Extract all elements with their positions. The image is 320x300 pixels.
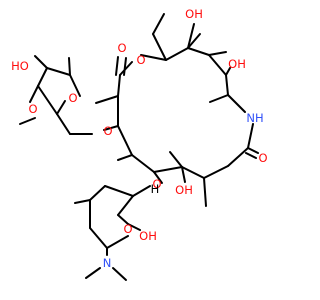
bond bbox=[104, 185, 134, 197]
bond bbox=[74, 199, 91, 204]
bond bbox=[209, 94, 229, 103]
bond bbox=[140, 54, 167, 61]
oxygen-label: O bbox=[68, 91, 77, 105]
hydroxyl-label: OH bbox=[185, 7, 203, 21]
bond bbox=[34, 55, 48, 69]
nitrogen-label: N bbox=[103, 256, 112, 270]
bond bbox=[123, 57, 127, 76]
bond bbox=[69, 74, 81, 97]
hydroxyl-label: OH bbox=[228, 57, 246, 71]
bond bbox=[187, 23, 195, 49]
bond bbox=[247, 123, 254, 149]
bond bbox=[19, 117, 36, 125]
bond bbox=[169, 151, 183, 168]
molecule-structure: O O O O O O O O OH OH OH OH HO NH N H bbox=[11, 7, 268, 281]
bond bbox=[225, 74, 229, 96]
bond bbox=[115, 56, 119, 76]
bond bbox=[37, 67, 48, 87]
bond bbox=[117, 74, 121, 97]
bond bbox=[152, 33, 167, 61]
oxygen-label: O bbox=[123, 222, 132, 236]
bond bbox=[227, 94, 246, 113]
oxygen-label: O bbox=[103, 124, 112, 138]
bond bbox=[56, 113, 71, 135]
bond bbox=[103, 125, 119, 131]
bond bbox=[89, 185, 106, 201]
bond bbox=[181, 166, 186, 183]
bond bbox=[203, 165, 229, 179]
amide-nh-label: NH bbox=[246, 111, 263, 125]
bond bbox=[181, 166, 205, 179]
oxygen-label: O bbox=[117, 41, 126, 55]
oxygen-label: O bbox=[258, 151, 267, 165]
bond bbox=[29, 85, 39, 103]
bond bbox=[37, 85, 58, 115]
bond bbox=[131, 154, 155, 173]
bond bbox=[56, 100, 66, 115]
bond bbox=[152, 13, 165, 35]
bond bbox=[117, 125, 133, 156]
bond bbox=[117, 214, 129, 225]
bond bbox=[153, 171, 163, 184]
bond bbox=[208, 51, 227, 56]
bond bbox=[85, 267, 101, 279]
bond bbox=[165, 47, 189, 61]
oxygen-label: O bbox=[28, 102, 37, 116]
hydroxyl-label: HO bbox=[11, 59, 29, 73]
bond bbox=[208, 54, 227, 76]
bond bbox=[46, 67, 71, 76]
bond bbox=[117, 154, 133, 161]
bond bbox=[89, 227, 108, 249]
bond bbox=[225, 67, 231, 76]
oxygen-label: O bbox=[136, 53, 145, 67]
bond bbox=[127, 223, 141, 231]
bonds bbox=[19, 13, 259, 281]
bond bbox=[227, 147, 249, 167]
hydrogen-label: H bbox=[151, 182, 160, 196]
bond bbox=[245, 152, 257, 159]
bond bbox=[187, 47, 210, 56]
bond bbox=[119, 61, 133, 76]
bond bbox=[106, 235, 129, 249]
bond bbox=[95, 95, 119, 104]
bond bbox=[117, 195, 134, 216]
bond bbox=[68, 57, 71, 76]
bond bbox=[153, 166, 183, 173]
hydroxyl-label: OH bbox=[139, 229, 157, 243]
bond bbox=[247, 147, 259, 154]
hydroxyl-label: OH bbox=[175, 183, 193, 197]
bond bbox=[187, 33, 201, 49]
bond bbox=[132, 185, 151, 197]
oxygen-label: O bbox=[152, 177, 161, 191]
atom-labels: O O O O O O O O OH OH OH OH HO NH N H bbox=[11, 7, 267, 270]
bond bbox=[112, 267, 127, 281]
bond bbox=[203, 177, 207, 207]
